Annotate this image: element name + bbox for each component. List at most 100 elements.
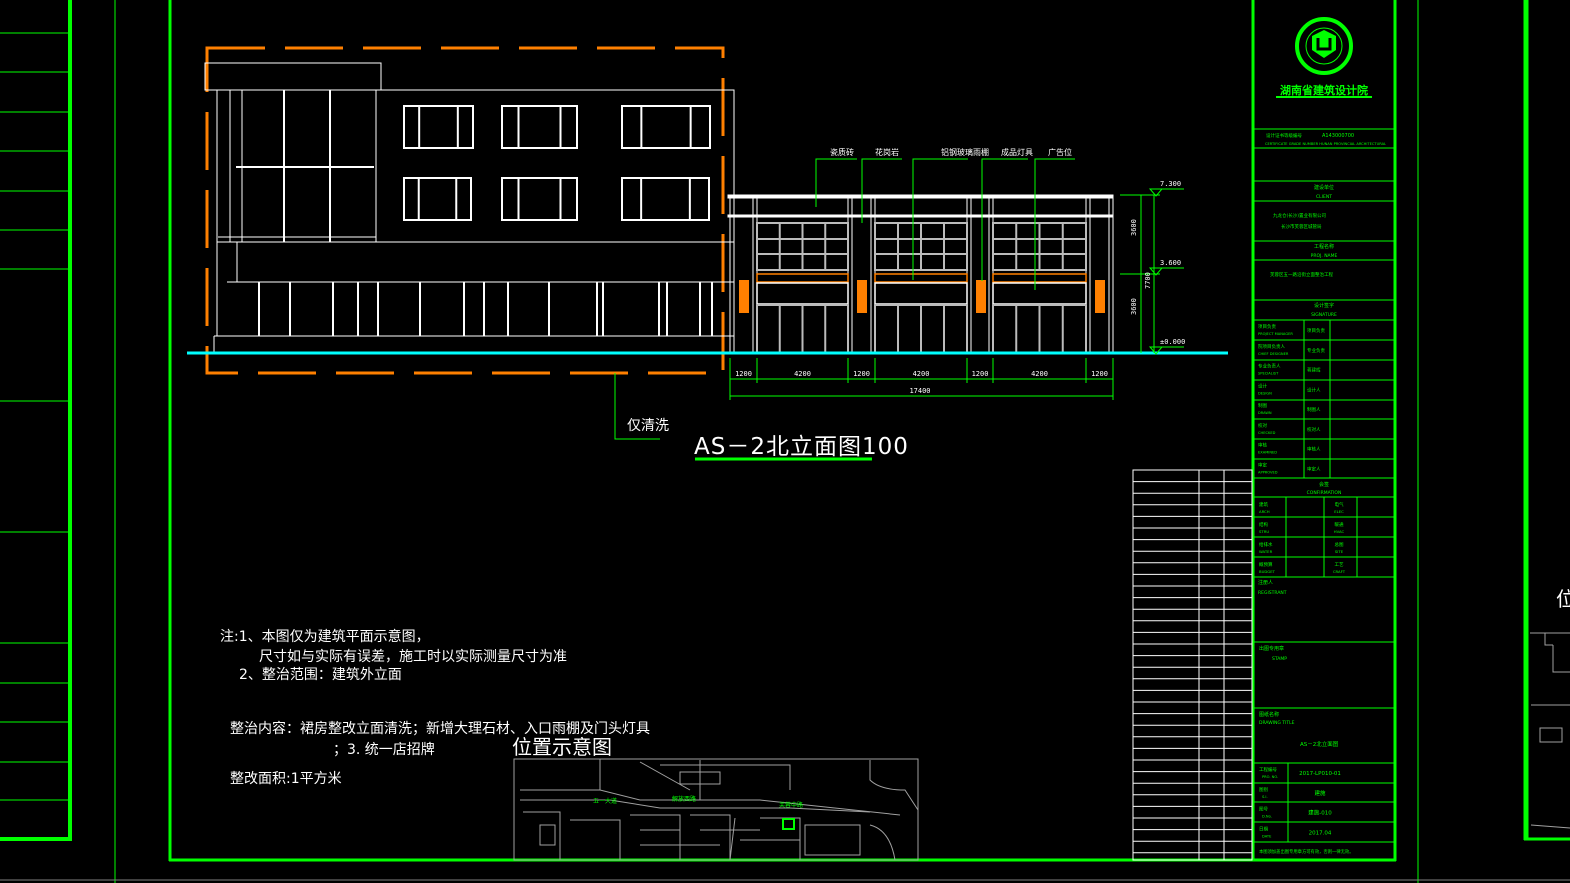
shop-bay [992,222,1087,352]
signboard [874,282,968,305]
callout-label: 花岗岩 [875,147,899,157]
canopy-rail [756,273,849,283]
title-block-text: 图纸名称 [1259,711,1279,718]
cert-label: 设计证书等级编号 [1266,132,1302,139]
window [501,105,578,149]
bay-dim: 1200 [735,370,752,378]
title-block-text: S.I. [1262,795,1268,799]
building-elevation-shopfront [727,194,1114,353]
site-outline [520,789,901,816]
signboard [756,282,849,305]
sign-role-en: DESIGN [1258,391,1272,395]
level-mark: ±0.000 [1148,338,1185,355]
site-outline [700,829,800,841]
level-mark: 7.300 [1148,180,1184,197]
sign-role: 项目负责 [1258,323,1276,330]
callout: 铝钢玻璃雨棚 [912,147,989,280]
title-block-text: PROJ. NAME [1311,253,1338,259]
sign-role-en: CHIEF DESIGNER [1258,352,1289,356]
title-block-text: 工艺 [1335,562,1344,568]
right-neighbor-sheet: 位 [1417,0,1570,883]
level-value: 3.600 [1160,259,1181,267]
site-outline [539,824,556,846]
total-dim: 17400 [909,387,930,395]
canopy-rail [992,273,1087,283]
site-outline [630,814,681,860]
title-block-text: 图号 [1259,807,1268,813]
title-block-text: 暖通 [1335,521,1344,528]
window [621,105,711,149]
window [501,177,578,221]
title-block-text: 设计签字 [1314,302,1334,309]
bay-dim: 4200 [1031,370,1048,378]
title-block-text: 工程编号 [1259,766,1277,773]
title-block-text: ELEC [1334,509,1344,514]
institute-name: 湖南省建筑设计院 [1280,83,1368,97]
callout-label: 广告位 [1048,147,1072,157]
sign-role-en: CHECKED [1258,431,1276,435]
title-block-text: CLIENT [1316,194,1332,200]
title-block-text: STRU [1259,529,1269,534]
title-block-text: CONFIRMATION [1307,490,1342,496]
site-plan: 位置示意图 五一大道 解放西路 芙蓉中路 [512,735,919,861]
note-line-3: 2、整治范围：建筑外立面 [239,666,402,683]
site-outline [729,817,736,861]
window [621,177,710,221]
title-block-text: PRO. NO. [1262,775,1278,779]
site-outline [660,764,791,790]
wall-lamp [857,280,867,313]
schedule-table [1132,469,1253,861]
road-label: 五一大道 [593,797,617,805]
title-block-text: 电气 [1335,501,1344,508]
title-block-text: 日期 [1259,826,1268,832]
shop-bay [756,222,849,352]
signboard [992,282,1087,305]
title-block-text: ARCH [1259,509,1270,514]
title-block-text: BUDGET [1259,569,1276,574]
sign-role-en: EXAMINED [1258,451,1277,455]
institute-logo: 湖南省建筑设计院 [1276,17,1372,98]
bay-dim: 1200 [972,370,989,378]
callout: 广告位 [1034,147,1075,290]
sign-role: 审核 [1258,442,1267,449]
title-block-text: 结构 [1259,521,1268,528]
site-outline [869,760,919,811]
sign-role-en: SPECIALIST [1258,372,1279,376]
general-notes: 注:1、本图仅为建筑平面示意图， 尺寸如与实际有误差，施工时以实际测量尺寸为准 … [220,628,650,787]
wall-lamp [976,280,986,313]
sign-role: 专业负责人 [1258,363,1281,370]
bay-dim: 4200 [913,370,930,378]
sign-name: 设计人 [1307,386,1321,393]
callout-label: 成品灯具 [1001,147,1033,157]
info-value: 2017.04 [1309,830,1332,836]
project-name: 芙蓉区五一路沿街立面整治工程 [1270,271,1333,278]
site-outline [523,811,561,860]
level-mark: 3.600 [1148,259,1184,276]
title-block-text: 工程名称 [1314,243,1334,250]
drawing-title: AS－2北立面图100 [694,434,909,460]
title-block-footer: 本图须加盖出图专用章方可有效，否则一律无效。 [1259,848,1354,855]
project-location-marker [782,818,795,830]
sign-name: 蒋建辉 [1307,367,1321,374]
site-outline [690,814,731,860]
title-block-text: DATE [1262,834,1272,838]
title-block-text: D.No. [1262,815,1272,819]
wall-lamp [1095,280,1105,313]
note-content-1: 整治内容：裙房整改立面清洗；新增大理石材、入口雨棚及门头灯具 [230,720,650,737]
title-block-text: CRAFT [1333,569,1346,574]
road-label: 芙蓉中路 [779,801,803,809]
window [403,105,474,149]
info-value: 建施 [1314,789,1326,797]
level-value: 7.300 [1160,180,1181,188]
site-outline [804,824,861,856]
title-block-text: 总图 [1335,541,1344,548]
sign-role-en: DRAWN [1258,411,1272,415]
drawing-title-block: AS－2北立面图 [1300,740,1339,748]
note-content-2: ；3. 统一店招牌 [333,741,435,758]
vertical-dim: 3600 [1130,298,1138,315]
info-value: 2017-LP010-01 [1299,771,1341,777]
vertical-dim: 3600 [1130,219,1138,236]
sign-role: 设计 [1258,382,1267,389]
